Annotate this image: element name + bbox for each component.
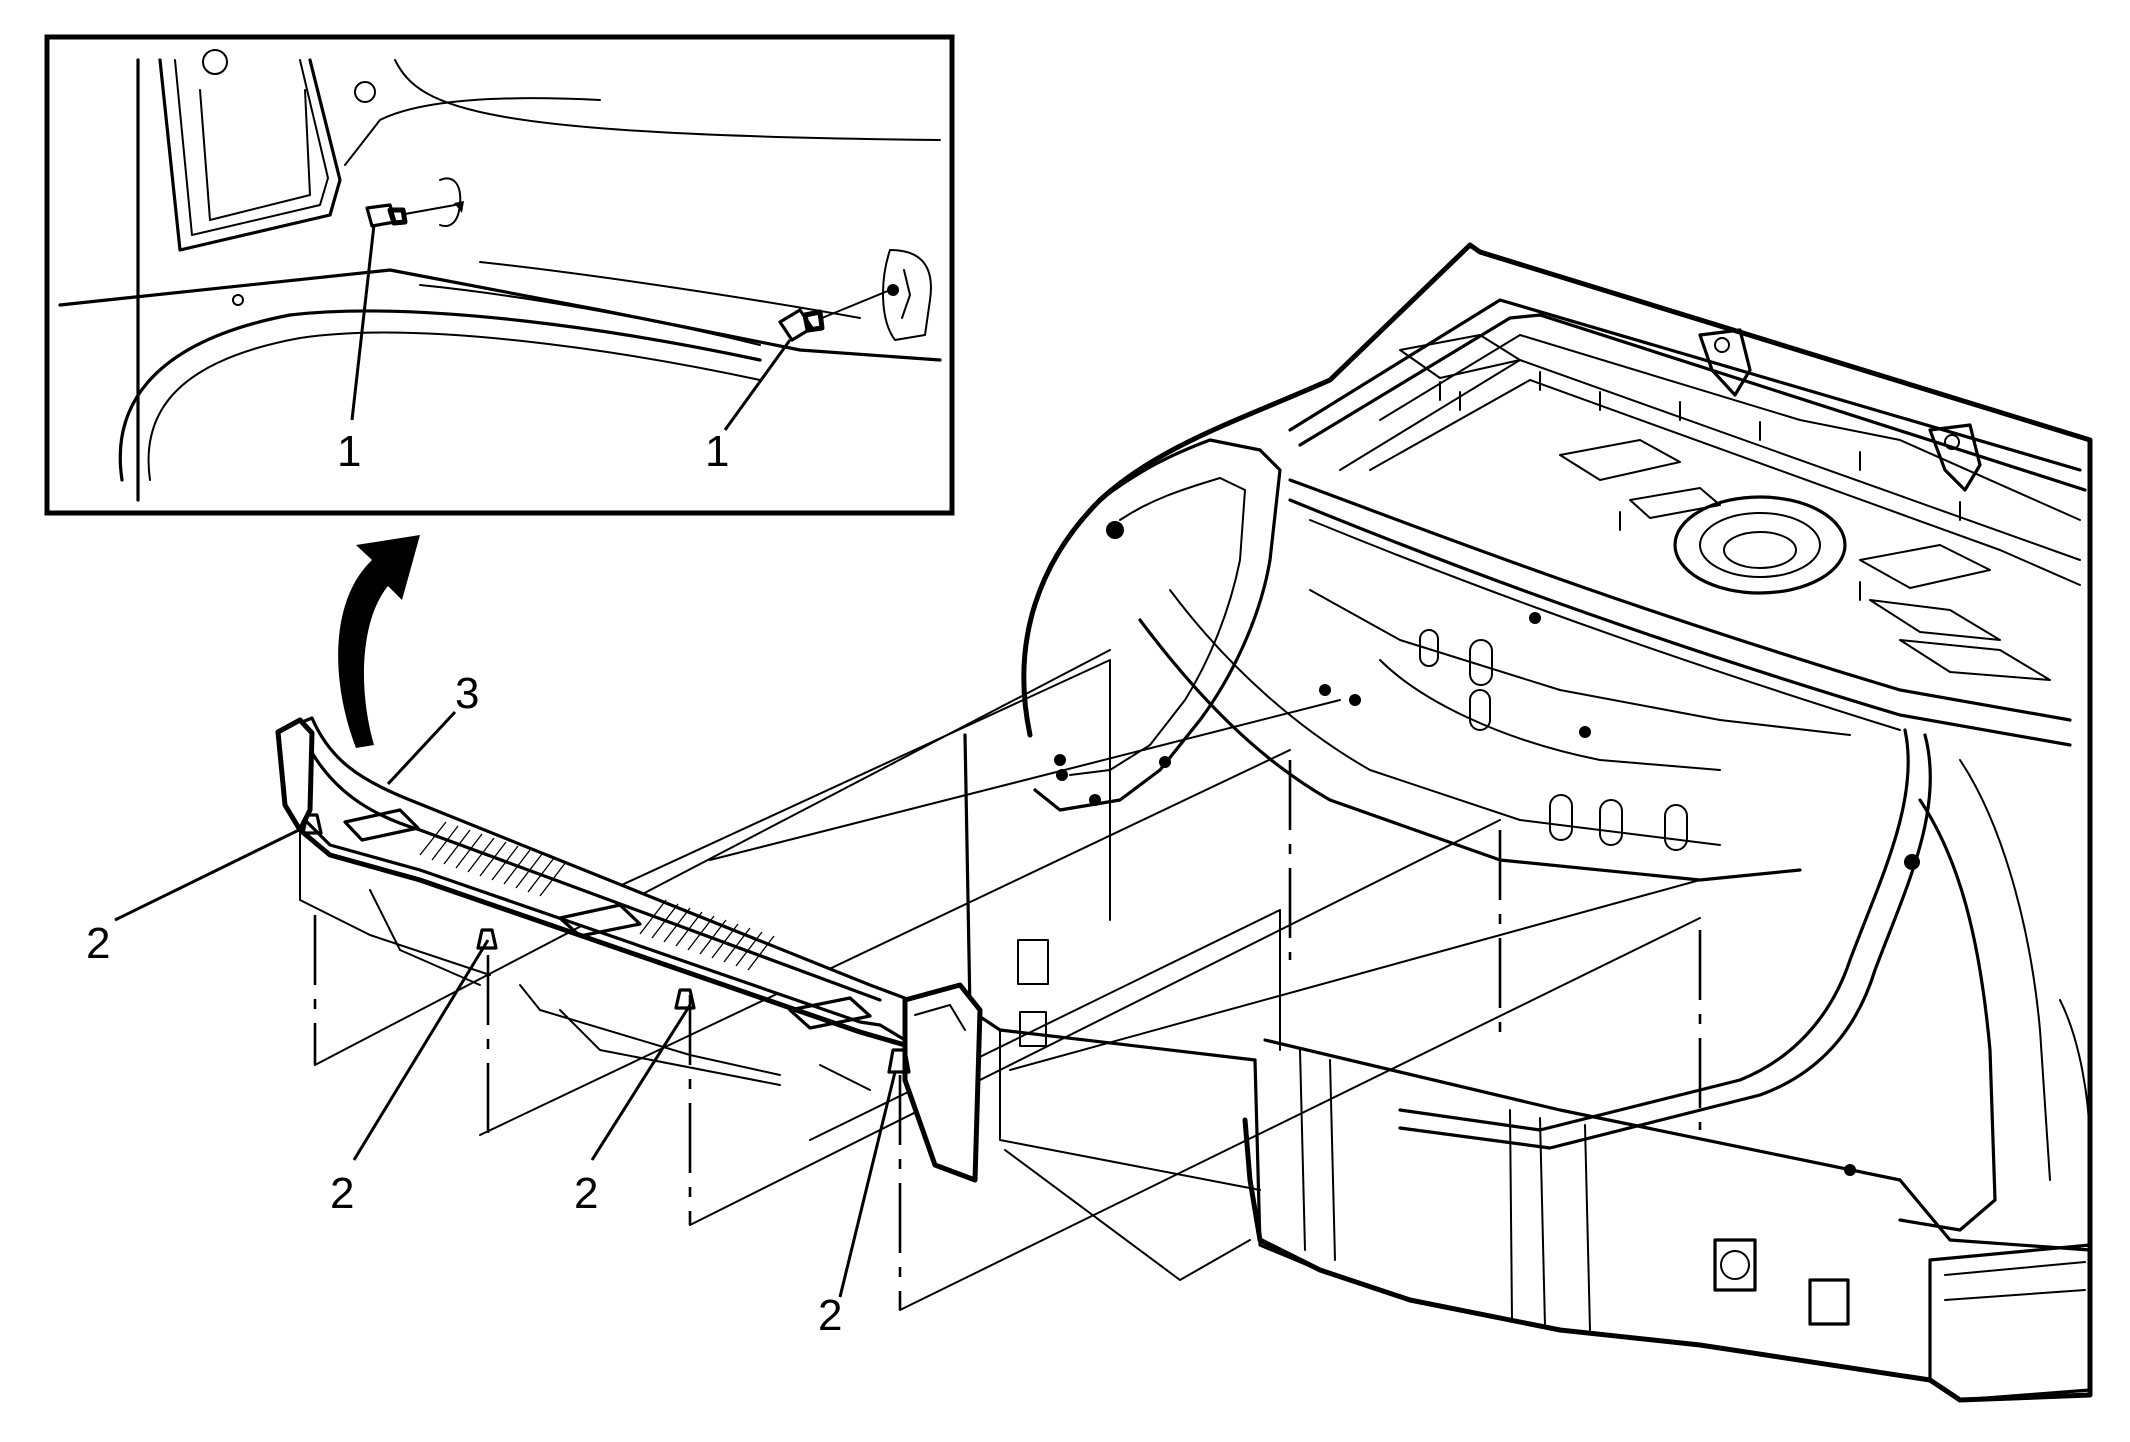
callout-retainer-mid-right: 2 bbox=[574, 1169, 598, 1218]
sill-ribs bbox=[419, 821, 775, 971]
alignment-lines bbox=[313, 649, 1702, 1311]
callout-leaders bbox=[114, 710, 897, 1298]
callout-inset-fastener-left: 1 bbox=[337, 427, 361, 476]
callout-sill-plate: 3 bbox=[455, 669, 479, 718]
push-pin-retainer-left bbox=[365, 201, 464, 228]
callout-retainer-far-left: 2 bbox=[86, 919, 110, 968]
callout-numbers: 1 1 3 2 2 2 2 bbox=[86, 427, 842, 1340]
callout-inset-fastener-right: 1 bbox=[705, 427, 729, 476]
rear-sill-plate bbox=[275, 716, 983, 1183]
callout-retainer-far-right: 2 bbox=[818, 1291, 842, 1340]
detail-inset bbox=[44, 34, 955, 516]
callout-retainer-mid-left: 2 bbox=[330, 1169, 354, 1218]
push-pin-retainer-right bbox=[778, 284, 899, 342]
curved-arrow-icon bbox=[338, 535, 420, 748]
slot-holes bbox=[1419, 629, 1688, 851]
vehicle-rear-compartment bbox=[963, 242, 2093, 1403]
bolt-dots bbox=[1054, 521, 1920, 1176]
